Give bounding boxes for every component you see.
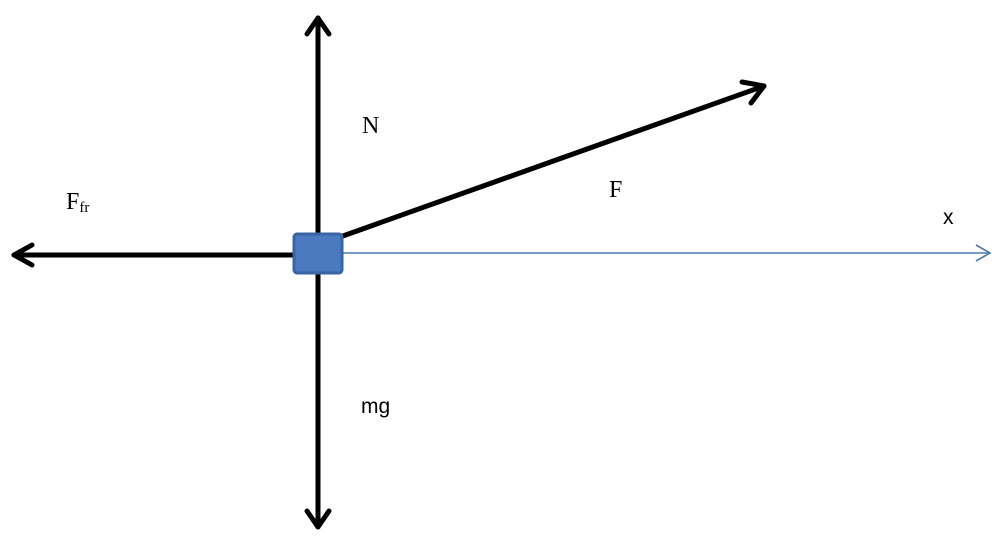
applied-force-label: F xyxy=(609,177,623,203)
block xyxy=(292,232,344,275)
weight-label: mg xyxy=(361,395,391,418)
normal-force-arrow xyxy=(304,15,332,239)
friction-force-subscript: fr xyxy=(79,200,90,216)
x-axis-arrow xyxy=(342,244,992,262)
normal-force-label: N xyxy=(362,113,380,139)
weight-arrow xyxy=(304,269,332,530)
applied-force-arrow xyxy=(337,79,767,240)
friction-force-arrow xyxy=(11,242,297,268)
x-axis-label: x xyxy=(943,206,954,229)
friction-force-symbol: F xyxy=(66,189,80,215)
friction-force-label: Ffr xyxy=(66,190,89,216)
